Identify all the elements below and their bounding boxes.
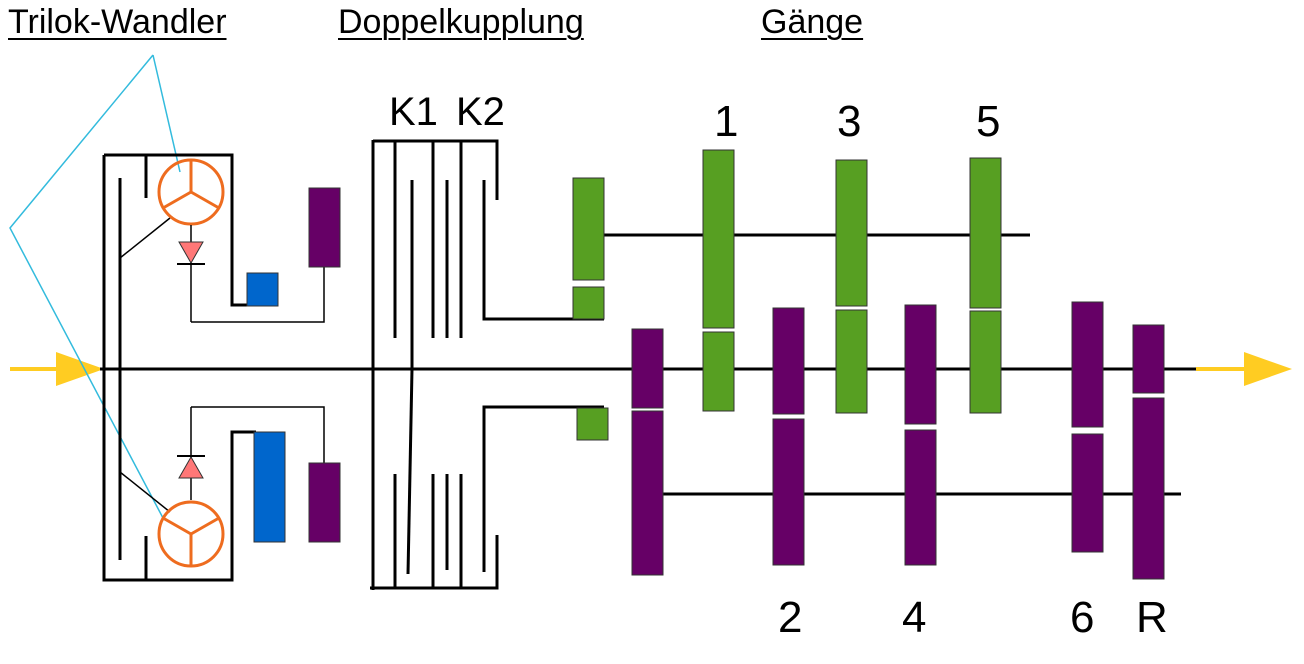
gear-6-upper bbox=[1071, 301, 1104, 428]
gear-2-lower bbox=[772, 418, 805, 566]
gear-6-lower bbox=[1071, 433, 1104, 553]
green-drive-gear-mid bbox=[572, 286, 605, 320]
gear-r-upper bbox=[1132, 324, 1165, 394]
purple-drive-gear-upper bbox=[631, 328, 664, 409]
gear-label-4: 4 bbox=[902, 593, 927, 642]
purple-block-top bbox=[308, 187, 341, 268]
turbine-wheel-bottom bbox=[157, 500, 225, 568]
output-arrow bbox=[1196, 352, 1292, 386]
gear-4-lower bbox=[904, 429, 937, 566]
purple-drive-gear-lower bbox=[631, 410, 664, 576]
converter-housing bbox=[102, 140, 375, 590]
gear-1-lower bbox=[702, 331, 735, 412]
gear-1-upper bbox=[702, 149, 735, 329]
gear-label-2: 2 bbox=[778, 593, 803, 642]
gear-label-r: R bbox=[1136, 593, 1168, 642]
gear-2-upper bbox=[772, 307, 805, 415]
gear-5-upper bbox=[969, 157, 1002, 309]
clutch-label-k1: K1 bbox=[389, 90, 438, 134]
blue-block-bottom bbox=[253, 431, 286, 543]
converter-pointer-lines bbox=[9, 54, 181, 519]
gear-3-upper bbox=[835, 159, 868, 307]
dual-clutch bbox=[370, 139, 604, 590]
gear-3-lower bbox=[835, 309, 868, 414]
gears-title: Gänge bbox=[761, 3, 864, 41]
gear-label-3: 3 bbox=[837, 97, 862, 146]
gear-5-lower bbox=[969, 310, 1002, 414]
gear-label-6: 6 bbox=[1070, 593, 1095, 642]
freewheel-top bbox=[177, 225, 205, 322]
stator-linkage bbox=[191, 266, 325, 464]
turbine-links bbox=[119, 217, 171, 513]
pump-wheel-top bbox=[157, 158, 225, 226]
clutch-label-k2: K2 bbox=[456, 90, 505, 134]
input-arrow bbox=[10, 352, 104, 386]
gear-4-upper bbox=[904, 304, 937, 425]
converter-title: Trilok-Wandler bbox=[8, 3, 227, 41]
odd-gear-set bbox=[572, 149, 1002, 441]
green-drive-gear-upper bbox=[572, 177, 605, 281]
clutch-title: Doppelkupplung bbox=[338, 3, 584, 41]
even-gear-set bbox=[631, 301, 1165, 580]
freewheel-bottom bbox=[177, 407, 205, 500]
gear-label-1: 1 bbox=[714, 97, 739, 146]
purple-block-bottom bbox=[308, 462, 341, 543]
blue-block-top bbox=[246, 272, 279, 307]
gear-r-lower bbox=[1132, 397, 1165, 580]
gear-label-5: 5 bbox=[976, 97, 1001, 146]
green-drive-gear-lower bbox=[576, 407, 609, 441]
